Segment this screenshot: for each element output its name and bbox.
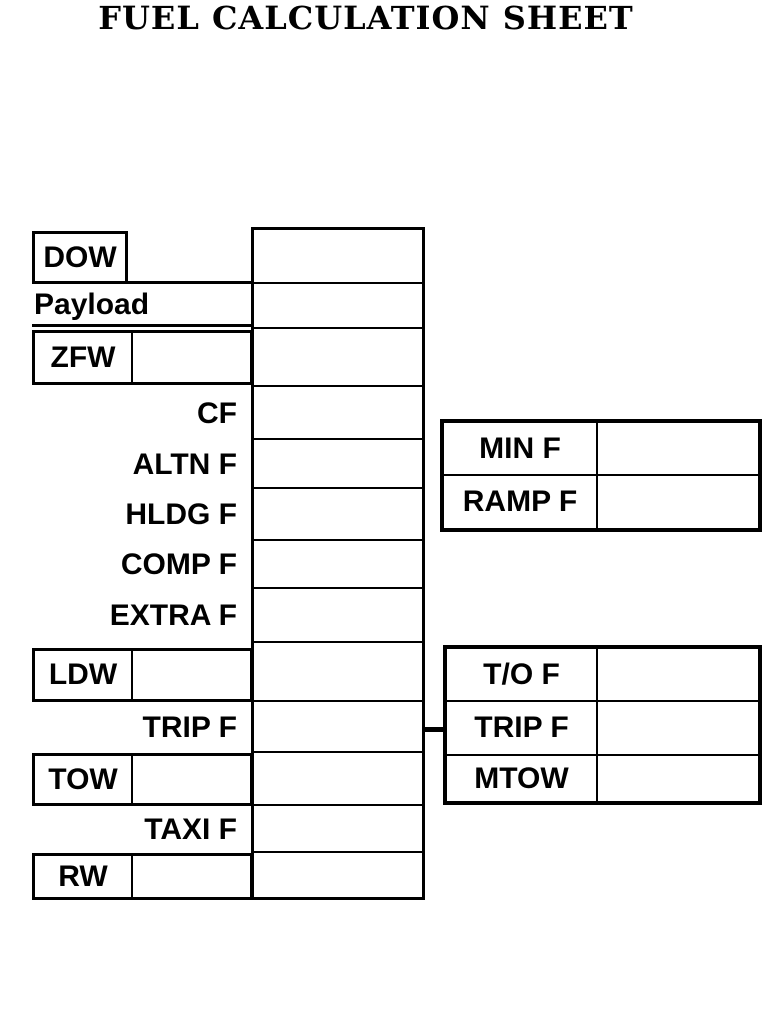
trip-f-right-value-cell (598, 702, 758, 754)
extra-f-value-cell (254, 589, 422, 643)
ramp-f-label: RAMP F (462, 485, 578, 518)
altn-f-value-cell (254, 440, 422, 489)
rw-label-box (32, 853, 253, 900)
dow-value-cell (254, 230, 422, 284)
rw-label: RW (58, 859, 108, 893)
hldg-f-label: HLDG F (125, 498, 237, 531)
rw-value-cell (254, 853, 422, 897)
rw-box-divider (131, 853, 133, 900)
zfw-label-box (32, 330, 253, 385)
takeoff-row-divider-2 (447, 754, 758, 756)
tow-label-box (32, 753, 253, 806)
tow-label: TOW (48, 762, 118, 796)
takeoff-row-divider-1 (447, 700, 758, 702)
mtow-label: MTOW (474, 761, 569, 795)
zfw-box-divider (131, 330, 133, 385)
zfw-label: ZFW (50, 340, 116, 374)
min-ramp-row-divider (444, 474, 758, 476)
min-f-value-cell (598, 423, 758, 474)
trip-f-right-label: TRIP F (474, 711, 569, 744)
takeoff-column-divider (596, 649, 598, 801)
cf-value-cell (254, 387, 422, 440)
page-title: FUEL CALCULATION SHEET (98, 0, 634, 37)
payload-value-cell (254, 284, 422, 329)
ldw-label-box (32, 648, 253, 702)
tow-box-divider (131, 753, 133, 806)
to-f-label: T/O F (483, 657, 560, 691)
main-value-column (251, 227, 425, 900)
to-f-value-cell (598, 649, 758, 700)
ldw-box-divider (131, 648, 133, 702)
min-ramp-table: MIN F RAMP F (440, 419, 762, 532)
min-f-label: MIN F (479, 431, 561, 465)
hldg-f-value-cell (254, 489, 422, 541)
cf-label: CF (197, 396, 237, 430)
takeoff-table: T/O F TRIP F MTOW (443, 645, 762, 805)
comp-f-label: COMP F (120, 548, 237, 581)
ldw-value-cell (254, 643, 422, 702)
zfw-value-cell (254, 329, 422, 387)
payload-row-underline (32, 324, 253, 327)
dow-label-box: DOW (32, 231, 128, 284)
taxi-f-value-cell (254, 806, 422, 853)
taxi-f-label: TAXI F (144, 812, 237, 846)
trip-f-value-cell (254, 702, 422, 753)
altn-f-label: ALTN F (132, 447, 237, 481)
ldw-label: LDW (48, 658, 118, 691)
trip-f-label: TRIP F (142, 710, 237, 744)
dow-row-underline (32, 281, 253, 284)
mtow-value-cell (598, 756, 758, 801)
payload-label: Payload (34, 288, 150, 321)
comp-f-value-cell (254, 541, 422, 589)
tow-value-cell (254, 753, 422, 806)
extra-f-label: EXTRA F (109, 599, 237, 632)
ramp-f-value-cell (598, 476, 758, 528)
trip-f-connector-line (424, 727, 443, 732)
